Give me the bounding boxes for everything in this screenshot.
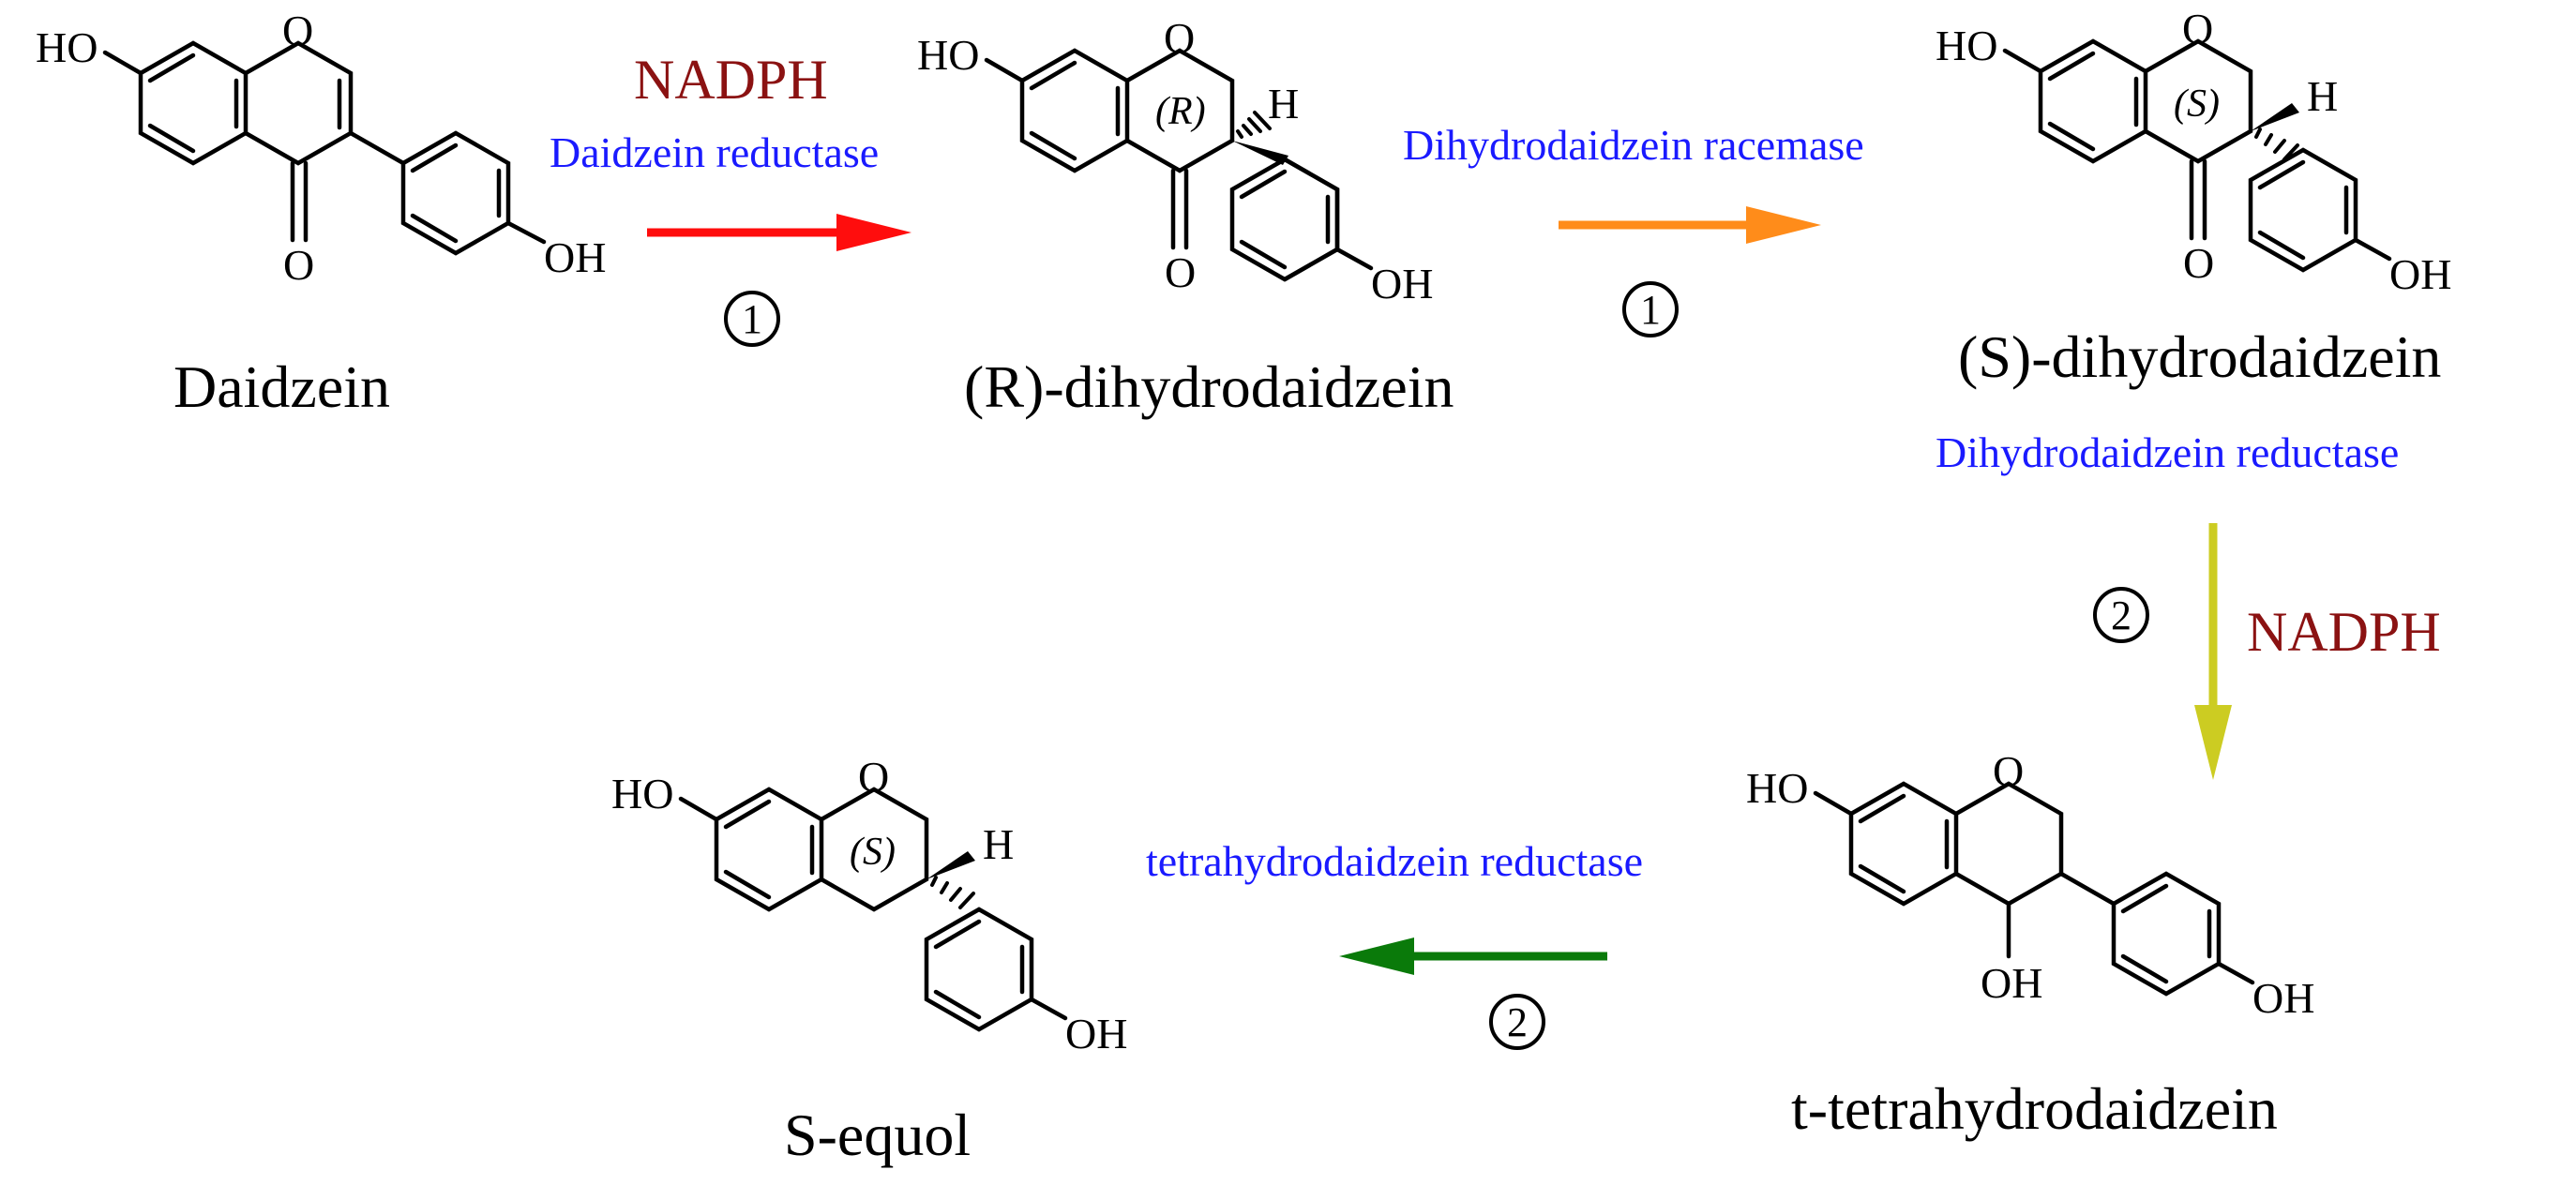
step-4-arrow — [1339, 938, 1607, 975]
t-tetrahydrodaidzein-structure — [1813, 781, 2255, 997]
r-dihydrodaidzein-ho-label: HO — [917, 31, 979, 79]
daidzein-oh-label: OH — [544, 233, 606, 281]
r-dihydrodaidzein-oh-label: OH — [1371, 260, 1433, 308]
s-dihydrodaidzein-structure — [2002, 38, 2392, 273]
s-equol-ring-oxygen: O — [858, 753, 889, 801]
t-tetrahydrodaidzein-ring-oxygen: O — [1993, 747, 2024, 795]
t-tetrahydrodaidzein-oh-label: OH — [2252, 974, 2314, 1022]
s-equol-stereo-label: (S) — [850, 831, 896, 874]
s-dihydrodaidzein-oh-label: OH — [2389, 250, 2451, 298]
s-equol-h-label: H — [983, 820, 1014, 868]
s-dihydrodaidzein-h-label: H — [2307, 72, 2338, 120]
s-equol-ho-label: HO — [611, 770, 673, 818]
step-3-arrow — [2194, 523, 2232, 780]
daidzein-ring-oxygen: O — [282, 7, 313, 54]
step-2-arrow — [1559, 206, 1821, 244]
r-dihydrodaidzein-structure — [984, 48, 1374, 282]
step-1-number-badge: 1 — [724, 291, 780, 347]
step-1-cofactor: NADPH — [634, 49, 828, 111]
daidzein-ho-label: HO — [36, 23, 98, 71]
step-3-number: 2 — [2111, 592, 2132, 638]
s-dihydrodaidzein-carbonyl-oxygen: O — [2183, 239, 2214, 287]
r-dihydrodaidzein-stereo-label: (R) — [1155, 90, 1206, 133]
daidzein-name: Daidzein — [173, 353, 390, 420]
s-dihydrodaidzein-name: (S)-dihydrodaidzein — [1958, 323, 2441, 390]
r-dihydrodaidzein-ring-oxygen: O — [1164, 14, 1195, 62]
step-1-enzyme: Daidzein reductase — [550, 128, 879, 176]
step-2-number-badge: 1 — [1622, 281, 1679, 338]
s-dihydrodaidzein-stereo-label: (S) — [2174, 82, 2220, 126]
daidzein-structure — [102, 40, 547, 256]
step-4-number-badge: 2 — [1489, 994, 1545, 1050]
step-3-cofactor: NADPH — [2247, 601, 2441, 663]
s-equol-name: S-equol — [784, 1102, 971, 1168]
step-3-enzyme: Dihydrodaidzein reductase — [1936, 428, 2399, 476]
step-1-arrow — [647, 214, 911, 251]
s-dihydrodaidzein-ring-oxygen: O — [2182, 5, 2213, 52]
s-dihydrodaidzein-ho-label: HO — [1936, 22, 1997, 69]
s-equol-oh-label: OH — [1065, 1010, 1127, 1058]
step-3-number-badge: 2 — [2093, 587, 2149, 643]
t-tetrahydrodaidzein-hydroxyl-label: OH — [1981, 959, 2042, 1007]
r-dihydrodaidzein-h-label: H — [1268, 80, 1299, 128]
step-1-number: 1 — [742, 296, 762, 342]
r-dihydrodaidzein-carbonyl-oxygen: O — [1165, 248, 1196, 296]
daidzein-carbonyl-oxygen: O — [283, 241, 314, 289]
t-tetrahydrodaidzein-ho-label: HO — [1746, 764, 1808, 812]
s-equol-structure — [678, 787, 1068, 1032]
step-2-number: 1 — [1640, 287, 1661, 333]
step-2-enzyme: Dihydrodaidzein racemase — [1403, 121, 1864, 169]
step-4-number: 2 — [1507, 999, 1528, 1045]
t-tetrahydrodaidzein-name: t-tetrahydrodaidzein — [1791, 1075, 2278, 1142]
r-dihydrodaidzein-name: (R)-dihydrodaidzein — [964, 353, 1454, 420]
step-4-enzyme: tetrahydrodaidzein reductase — [1146, 837, 1643, 885]
